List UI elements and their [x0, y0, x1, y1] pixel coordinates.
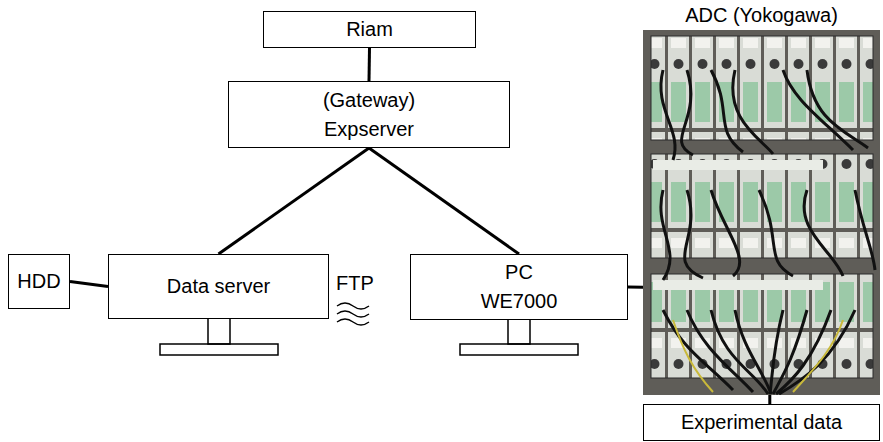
box-label: PC [505, 258, 533, 287]
system-box: HDD [8, 254, 70, 309]
system-box: Data server [108, 254, 329, 319]
network-link [70, 282, 108, 287]
box-label: Experimental data [681, 408, 842, 437]
network-link [219, 148, 370, 254]
monitor-stand [160, 319, 278, 355]
unit-heading: ADC (Yokogawa) [685, 3, 838, 27]
network-link [768, 395, 771, 404]
adc-unit: ADC (Yokogawa) [643, 3, 880, 395]
system-box: (Gateway)Expserver [228, 81, 510, 148]
adc-rack-photo [643, 30, 880, 395]
network-link [628, 286, 643, 289]
box-label: (Gateway) [323, 86, 415, 115]
system-box: PCWE7000 [410, 254, 628, 320]
network-link [368, 48, 372, 81]
system-box: Experimental data [643, 404, 880, 441]
box-label: Data server [167, 272, 270, 301]
box-label: HDD [17, 267, 60, 296]
system-box: Riam [263, 11, 476, 48]
box-label: Riam [346, 15, 393, 44]
network-link [369, 148, 519, 254]
monitor-stand [460, 320, 578, 355]
ftp-wave [337, 303, 369, 325]
box-label: WE7000 [481, 287, 558, 316]
box-label: Expserver [324, 115, 414, 144]
protocol-label: FTP [334, 272, 376, 295]
